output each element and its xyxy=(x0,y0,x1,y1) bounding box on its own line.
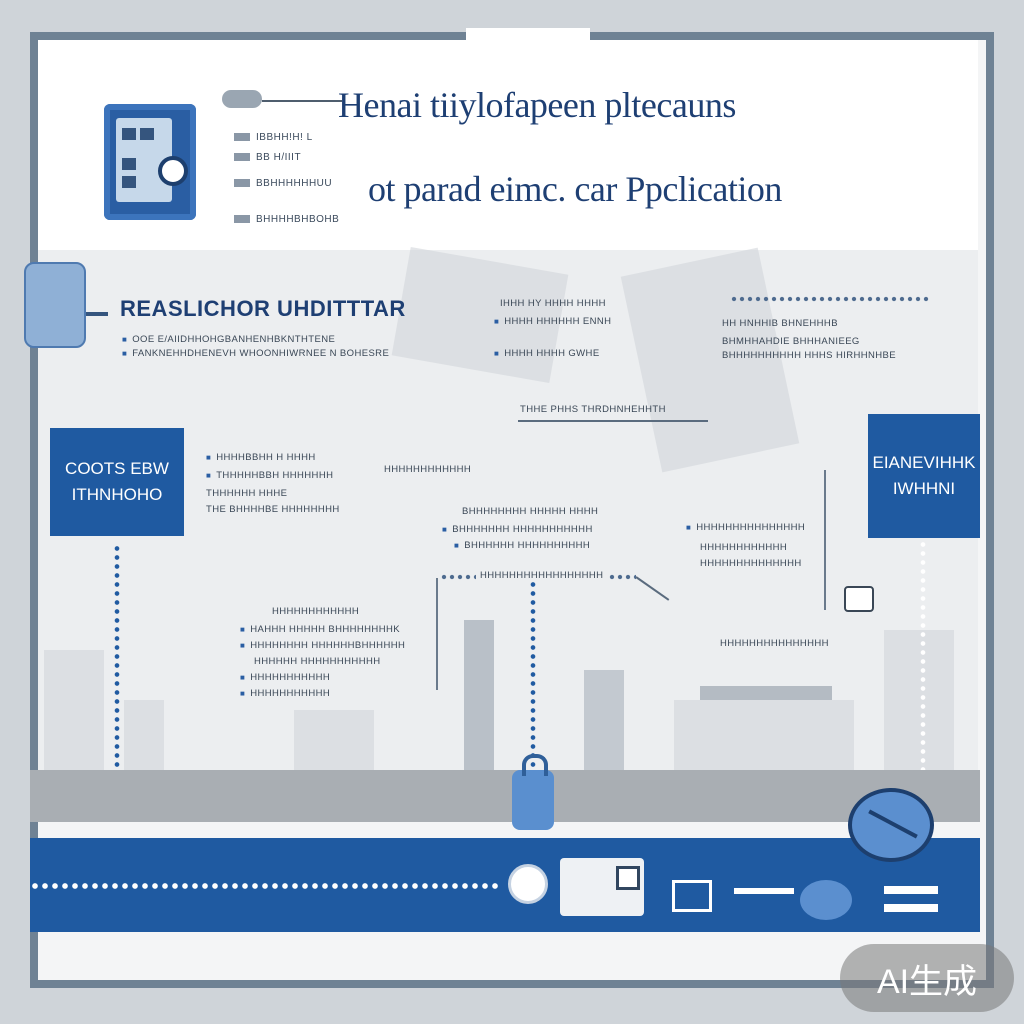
left-low-line: HHHHHHHH HHHHHHBHHHHHH xyxy=(240,640,405,651)
app-icon xyxy=(104,104,196,220)
connector-line xyxy=(824,470,826,610)
center-top-label: THHE PHHS THRDHNHEHHTH xyxy=(520,404,666,415)
socket-icon xyxy=(560,858,644,916)
left-low-line: HHHHHHHHHHH xyxy=(240,688,330,699)
box-right-line2: IWHHNI xyxy=(892,479,956,498)
plug-wire xyxy=(86,312,108,316)
connector-line xyxy=(436,578,438,690)
box-left: COOTS EBW ITHNHOHO xyxy=(50,428,184,536)
box-left-line1: COOTS EBW xyxy=(65,459,169,478)
device-icon xyxy=(672,880,712,912)
left-mid-line: THHHHHH HHHE xyxy=(206,488,288,499)
ground-band xyxy=(30,770,980,822)
bar-icon xyxy=(884,904,938,912)
device-icon xyxy=(844,586,874,612)
dotted-label: HHHHHHHHHHHHHHHHH xyxy=(476,570,608,581)
right-mid-line: HHHHHHHHHHHH xyxy=(700,542,788,553)
building xyxy=(674,700,854,770)
right-top-line: HH HNHHIB BHNEHHHB xyxy=(722,318,838,329)
center-mid-line: BHHHHHHHH HHHHH HHHH xyxy=(462,506,599,517)
title-connector xyxy=(262,100,342,102)
left-mid-line: HHHHBBHH H HHHH xyxy=(206,452,316,463)
mid-label: HHHHHHHHHHHH xyxy=(384,464,472,475)
dotted-cable xyxy=(30,882,502,890)
app-icon-cell xyxy=(140,128,154,140)
header-bullet: BB H/IIIT xyxy=(234,152,301,163)
vertical-dotted-line xyxy=(920,540,926,770)
vertical-dotted-line xyxy=(530,580,536,770)
machine-base xyxy=(700,686,832,700)
socket-slot xyxy=(616,866,640,890)
frame-gap xyxy=(466,28,590,42)
box-right-line1: EIANEVIHHK xyxy=(872,453,976,472)
header-bullet: IBBHH!H! L xyxy=(234,132,313,143)
building xyxy=(884,630,954,770)
section-title: REASLICHOR UHDITTTAR xyxy=(120,296,406,321)
machine-label: HHHHHHHHHHHHHHH xyxy=(720,638,829,649)
left-low-line: HHHHHHHHHHHH xyxy=(272,606,360,617)
page-subtitle: ot parad eimc. car Ppclication xyxy=(368,169,782,209)
shield-icon xyxy=(848,788,934,862)
center-mid-line: BHHHHHHH HHHHHHHHHHH xyxy=(442,524,593,535)
connector-icon xyxy=(508,864,548,904)
cloud-icon xyxy=(222,90,262,108)
center-mid-line: BHHHHHH HHHHHHHHHH xyxy=(454,540,590,551)
building xyxy=(294,710,374,770)
left-mid-line: THHHHHBBH HHHHHHH xyxy=(206,470,333,481)
section-line: OOE E/AIIDHHOHGBANHENHBKNTHTENE xyxy=(122,334,335,345)
box-right: EIANEVIHHK IWHHNI xyxy=(868,414,980,538)
cloud-icon xyxy=(800,880,852,920)
plug-icon xyxy=(24,262,86,348)
vertical-dotted-line xyxy=(114,544,120,770)
mid-top-line: HHHH HHHH GWHE xyxy=(494,348,600,359)
left-mid-line: THE BHHHHBE HHHHHHHH xyxy=(206,504,340,515)
right-top-dots xyxy=(730,296,930,302)
connector-line xyxy=(518,420,708,422)
bar-icon xyxy=(734,888,794,894)
page-title: Henai tiiylofapeen pltecauns xyxy=(338,85,736,125)
skyline xyxy=(44,560,974,770)
header-bullet: BBHHHHHHUU xyxy=(234,178,332,189)
right-top-line: BHHHHHHHHHH HHHS HIRHHNHBE xyxy=(722,350,897,361)
left-low-line: HAHHH HHHHH BHHHHHHHHK xyxy=(240,624,400,635)
building xyxy=(464,620,494,770)
right-mid-line: HHHHHHHHHHHHHH xyxy=(700,558,802,569)
section-line: FANKNEHHDHENEVH WHOONHIWRNEE N BOHESRE xyxy=(122,348,389,359)
mid-top-line: HHHH HHHHHH ENNH xyxy=(494,316,611,327)
right-top-line: BHMHHAHDIE BHHHANIEEG xyxy=(722,336,860,347)
app-icon-cell xyxy=(122,128,136,140)
left-low-line: HHHHHH HHHHHHHHHHH xyxy=(254,656,381,667)
bar-icon xyxy=(884,886,938,894)
building xyxy=(584,670,624,770)
app-icon-cell xyxy=(122,176,136,188)
right-mid-line: HHHHHHHHHHHHHHH xyxy=(686,522,805,533)
building xyxy=(44,650,104,770)
header-bullet: BHHHHBHBOHB xyxy=(234,214,339,225)
ai-generated-badge: AI生成 xyxy=(840,944,1014,1012)
lock-icon xyxy=(512,754,554,830)
building xyxy=(124,700,164,770)
mid-top-line: IHHH HY HHHH HHHH xyxy=(500,298,606,309)
box-left-line2: ITHNHOHO xyxy=(71,485,163,504)
left-low-line: HHHHHHHHHHH xyxy=(240,672,330,683)
app-icon-cell xyxy=(122,158,136,170)
app-icon-badge xyxy=(158,156,188,186)
